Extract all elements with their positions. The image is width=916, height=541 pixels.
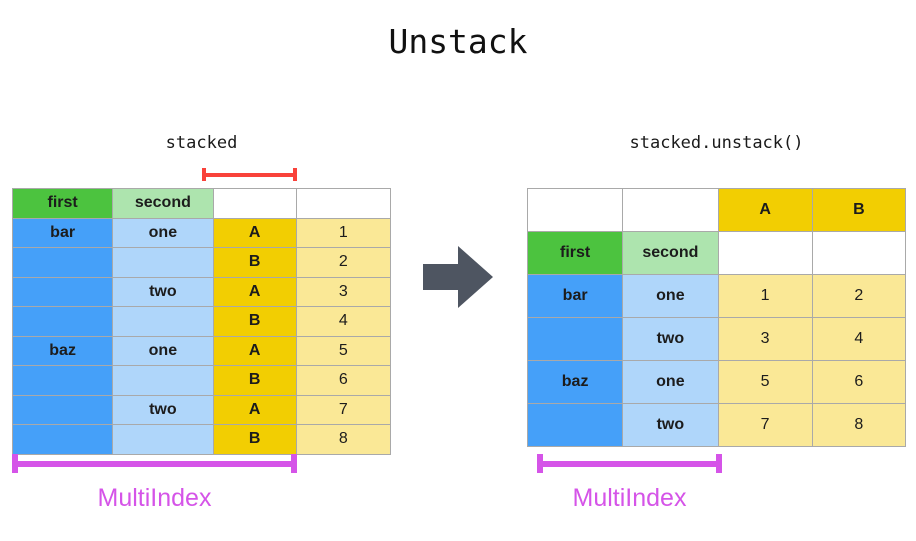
right-table-caption: stacked.unstack() — [629, 133, 804, 153]
table-row: bar one A 1 — [11, 217, 392, 248]
cell-second — [112, 306, 214, 337]
header-cell-blank-3 — [717, 231, 813, 275]
table-header-row: first second — [11, 188, 392, 219]
cell-first — [11, 394, 114, 425]
cell-value: 4 — [295, 306, 392, 337]
header-cell-col-a: A — [717, 188, 813, 232]
cell-second: two — [622, 317, 719, 361]
stacked-table: first second bar one A 1 B 2 two A 3 B — [11, 188, 392, 455]
cell-second — [112, 424, 214, 455]
table-row: two 3 4 — [526, 317, 907, 361]
cell-value: 7 — [295, 394, 392, 425]
header-cell-second: second — [112, 188, 214, 219]
cell-third: A — [212, 394, 297, 425]
cell-value-b: 4 — [811, 317, 907, 361]
cell-first — [526, 317, 624, 361]
cell-third: B — [212, 424, 297, 455]
unstacked-table: A B first second bar one 1 2 two 3 4 baz… — [526, 188, 907, 447]
table-row: baz one 5 6 — [526, 360, 907, 404]
flow-arrow-icon — [423, 246, 493, 308]
cell-value-a: 3 — [717, 317, 813, 361]
table-row: two A 7 — [11, 394, 392, 425]
cell-second: one — [112, 217, 214, 248]
cell-value-a: 7 — [717, 403, 813, 447]
table-row: two 7 8 — [526, 403, 907, 447]
cell-first — [11, 247, 114, 278]
table-column-header-row: A B — [526, 188, 907, 232]
cell-third: B — [212, 247, 297, 278]
header-cell-blank-2 — [622, 188, 719, 232]
header-cell-blank-1 — [212, 188, 297, 219]
cell-third: A — [212, 276, 297, 307]
table-row: B 6 — [11, 365, 392, 396]
bracket-cap-right — [291, 454, 297, 473]
table-row: two A 3 — [11, 276, 392, 307]
cell-value-b: 8 — [811, 403, 907, 447]
bracket-cap-right — [716, 454, 722, 473]
cell-first — [11, 306, 114, 337]
table-row: baz one A 5 — [11, 335, 392, 366]
left-table-caption: stacked — [165, 133, 238, 153]
header-cell-blank-2 — [295, 188, 392, 219]
header-cell-first: first — [11, 188, 114, 219]
bracket-bar — [537, 461, 722, 467]
cell-second: one — [112, 335, 214, 366]
cell-first — [11, 365, 114, 396]
cell-third: B — [212, 365, 297, 396]
cell-third: B — [212, 306, 297, 337]
cell-value: 3 — [295, 276, 392, 307]
cell-value: 6 — [295, 365, 392, 396]
header-cell-first: first — [526, 231, 624, 275]
multiindex-label-right: MultiIndex — [572, 484, 687, 512]
cell-first — [11, 424, 114, 455]
bracket-bar — [12, 461, 297, 467]
cell-value-a: 1 — [717, 274, 813, 318]
cell-value-b: 6 — [811, 360, 907, 404]
cell-value: 2 — [295, 247, 392, 278]
cell-second — [112, 247, 214, 278]
cell-value-a: 5 — [717, 360, 813, 404]
cell-value: 5 — [295, 335, 392, 366]
cell-first: baz — [526, 360, 624, 404]
cell-third: A — [212, 335, 297, 366]
cell-value-b: 2 — [811, 274, 907, 318]
cell-first — [11, 276, 114, 307]
multiindex-label-left: MultiIndex — [97, 484, 212, 512]
multiindex-bracket-right — [537, 454, 722, 473]
page-title: Unstack — [388, 22, 528, 61]
cell-third: A — [212, 217, 297, 248]
cell-second: one — [622, 274, 719, 318]
header-cell-blank-1 — [526, 188, 624, 232]
cell-value: 8 — [295, 424, 392, 455]
columns-bracket-marker — [202, 168, 297, 181]
table-row: bar one 1 2 — [526, 274, 907, 318]
cell-first: bar — [526, 274, 624, 318]
cell-second: two — [112, 276, 214, 307]
multiindex-bracket-left — [12, 454, 297, 473]
cell-first: bar — [11, 217, 114, 248]
header-cell-col-b: B — [811, 188, 907, 232]
table-index-header-row: first second — [526, 231, 907, 275]
cell-second: one — [622, 360, 719, 404]
table-row: B 8 — [11, 424, 392, 455]
cell-first: baz — [11, 335, 114, 366]
cell-second — [112, 365, 214, 396]
bracket-bar — [202, 173, 297, 177]
cell-second: two — [622, 403, 719, 447]
table-row: B 2 — [11, 247, 392, 278]
cell-second: two — [112, 394, 214, 425]
header-cell-second: second — [622, 231, 719, 275]
table-row: B 4 — [11, 306, 392, 337]
cell-first — [526, 403, 624, 447]
cell-value: 1 — [295, 217, 392, 248]
bracket-cap-right — [293, 168, 297, 181]
header-cell-blank-4 — [811, 231, 907, 275]
